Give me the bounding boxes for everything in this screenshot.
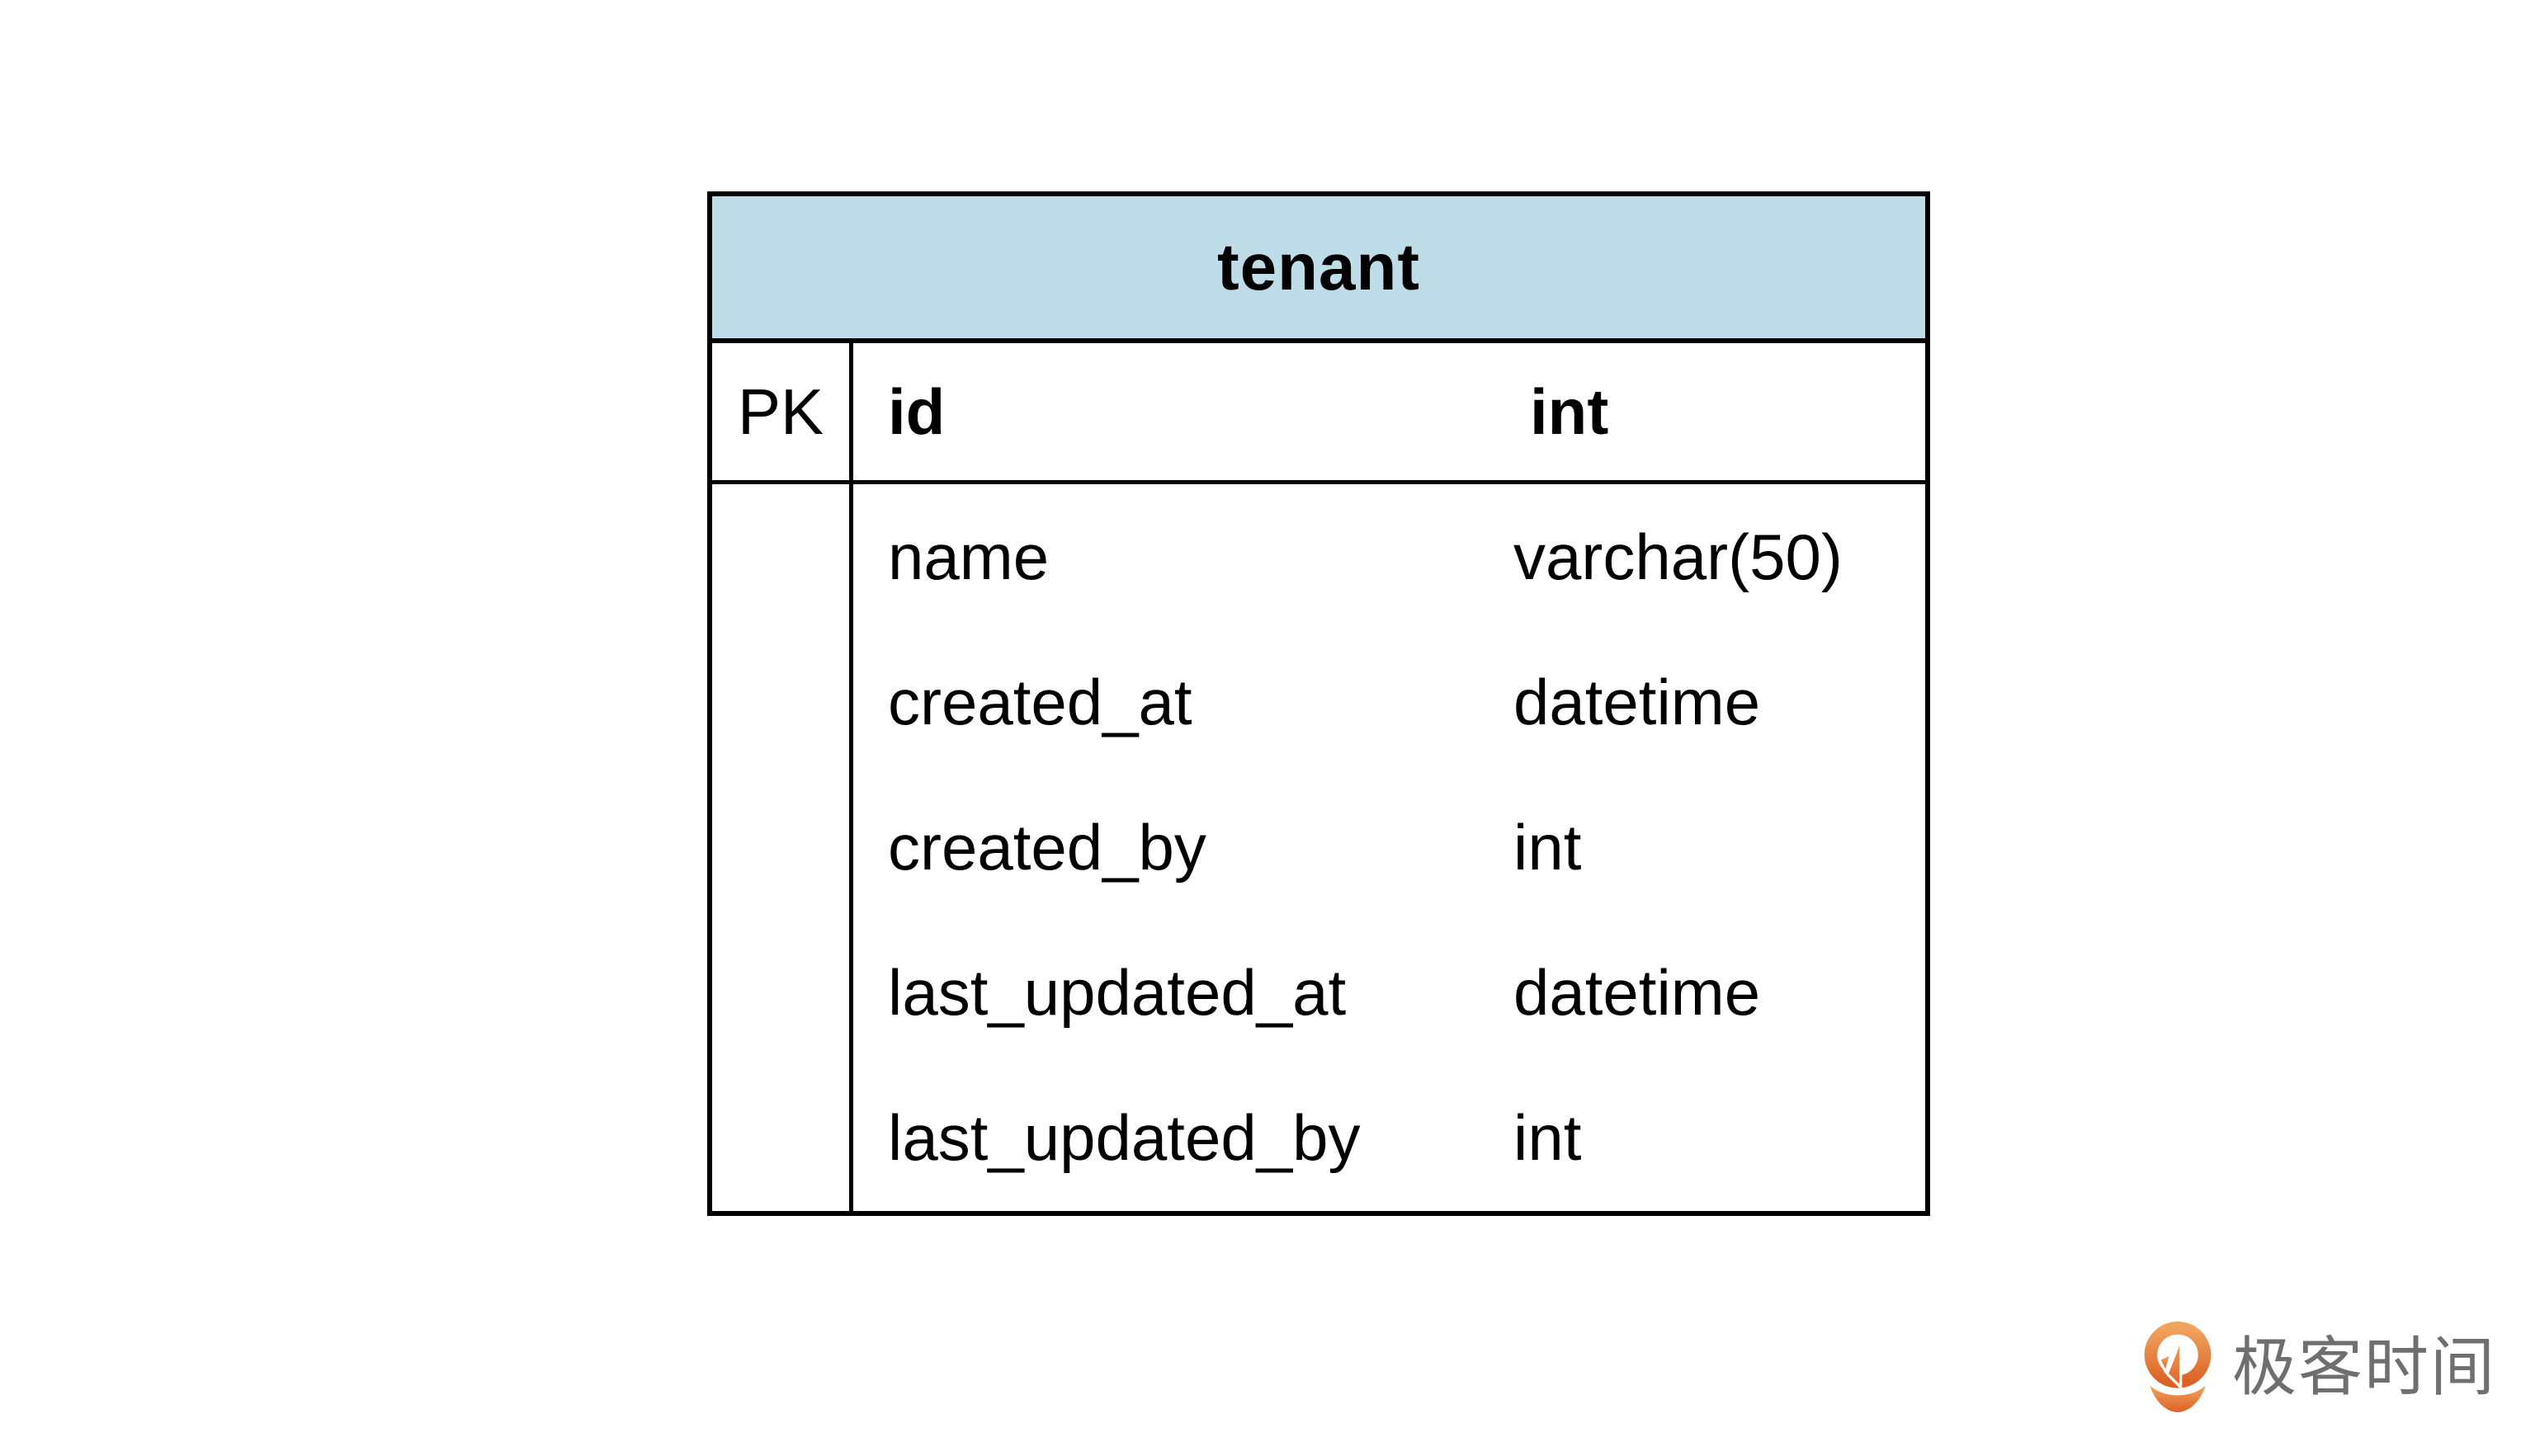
entity-title: tenant [1217,230,1420,304]
attribute-type: int [1513,811,1582,883]
entity-table-tenant: tenant PK id int name varchar(50) create… [707,191,1930,1216]
attribute-type: varchar(50) [1513,520,1843,593]
geektime-logo-text: 极客时间 [2232,1331,2497,1403]
entity-body: name varchar(50) created_at datetime cre… [712,484,1925,1211]
pk-field-cell: id int [853,343,1925,480]
pk-key-cell: PK [712,343,853,480]
entity-header: tenant [712,196,1925,343]
geektime-logo: 极客时间 [2140,1322,2496,1412]
primary-key-row: PK id int [712,343,1925,484]
geektime-logo-icon [2140,1322,2216,1412]
attribute-name: name [888,520,1050,593]
attribute-type: int [1513,1101,1582,1175]
attribute-name: id [888,375,946,448]
attribute-row: last_updated_at datetime [853,921,1925,1066]
attribute-row: name varchar(50) [853,484,1925,629]
pk-label: PK [737,375,824,448]
attribute-list: name varchar(50) created_at datetime cre… [853,484,1925,1211]
attribute-type: datetime [1513,956,1761,1030]
attribute-name: created_by [888,811,1206,883]
attribute-name: created_at [888,665,1192,738]
attribute-row: created_at datetime [853,629,1925,775]
key-column-empty [712,484,853,1211]
attribute-row: last_updated_by int [853,1066,1925,1211]
attribute-name: last_updated_at [888,956,1347,1030]
attribute-type: int [1530,375,1609,448]
attribute-type: datetime [1513,665,1761,738]
attribute-row: created_by int [853,775,1925,920]
attribute-name: last_updated_by [888,1101,1361,1175]
